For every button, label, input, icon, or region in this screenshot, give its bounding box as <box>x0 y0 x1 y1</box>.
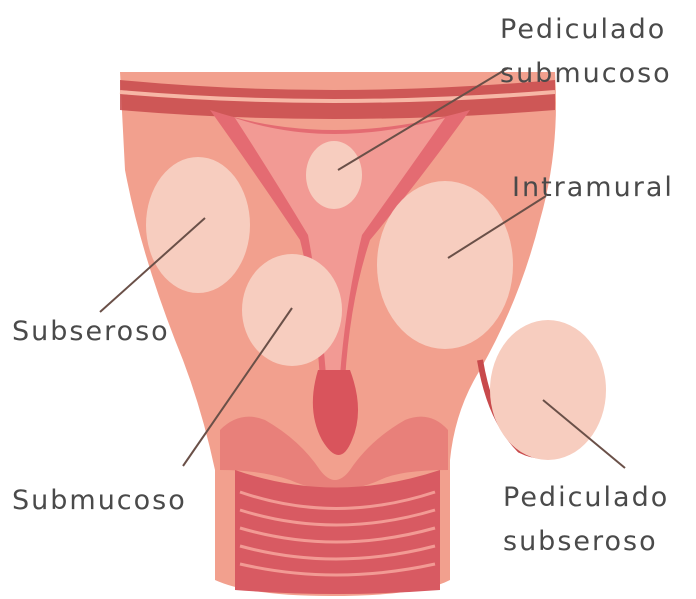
label-intramural: Intramural <box>512 174 674 201</box>
fibroid-pedunculated-submucous <box>306 141 362 209</box>
fibroid-submucous <box>242 254 342 366</box>
label-pediculado-submucoso-line2: submucoso <box>500 60 672 87</box>
label-subseroso: Subseroso <box>12 318 170 345</box>
label-submucoso: Submucoso <box>12 487 187 514</box>
label-pediculado-submucoso-line1: Pediculado <box>500 16 666 43</box>
label-pediculado-subseroso-line2: subseroso <box>503 528 658 555</box>
fibroid-intramural <box>377 181 513 349</box>
label-pediculado-subseroso-line1: Pediculado <box>503 484 669 511</box>
